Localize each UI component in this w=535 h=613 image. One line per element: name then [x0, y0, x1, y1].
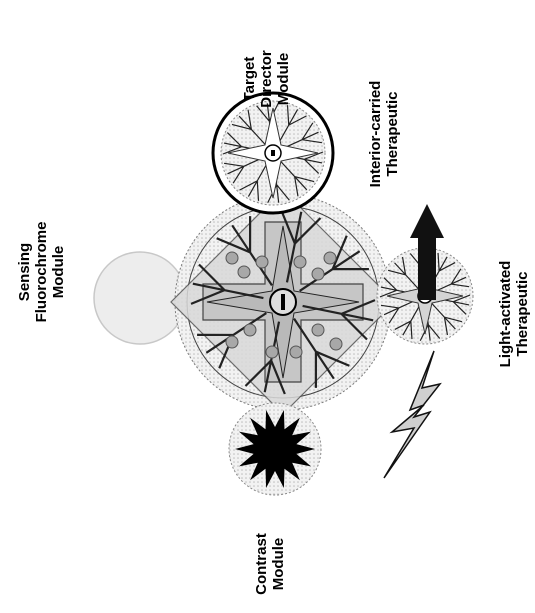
interior-carried-label: Interior-carried Therapeutic [367, 65, 403, 203]
target-director-label: Target Director Module [241, 31, 295, 127]
contrast-label: Contrast Module [253, 524, 289, 604]
light-activated-label: Light-activated Therapeutic [497, 245, 533, 383]
sensing-fluorochrome-label: Sensing Fluorochrome Module [16, 210, 70, 334]
lightning-bolt-icon [384, 351, 440, 478]
contrast-module [229, 403, 321, 495]
core-nanoplatform [171, 190, 395, 414]
sensing-fluorochrome-module [94, 252, 186, 344]
